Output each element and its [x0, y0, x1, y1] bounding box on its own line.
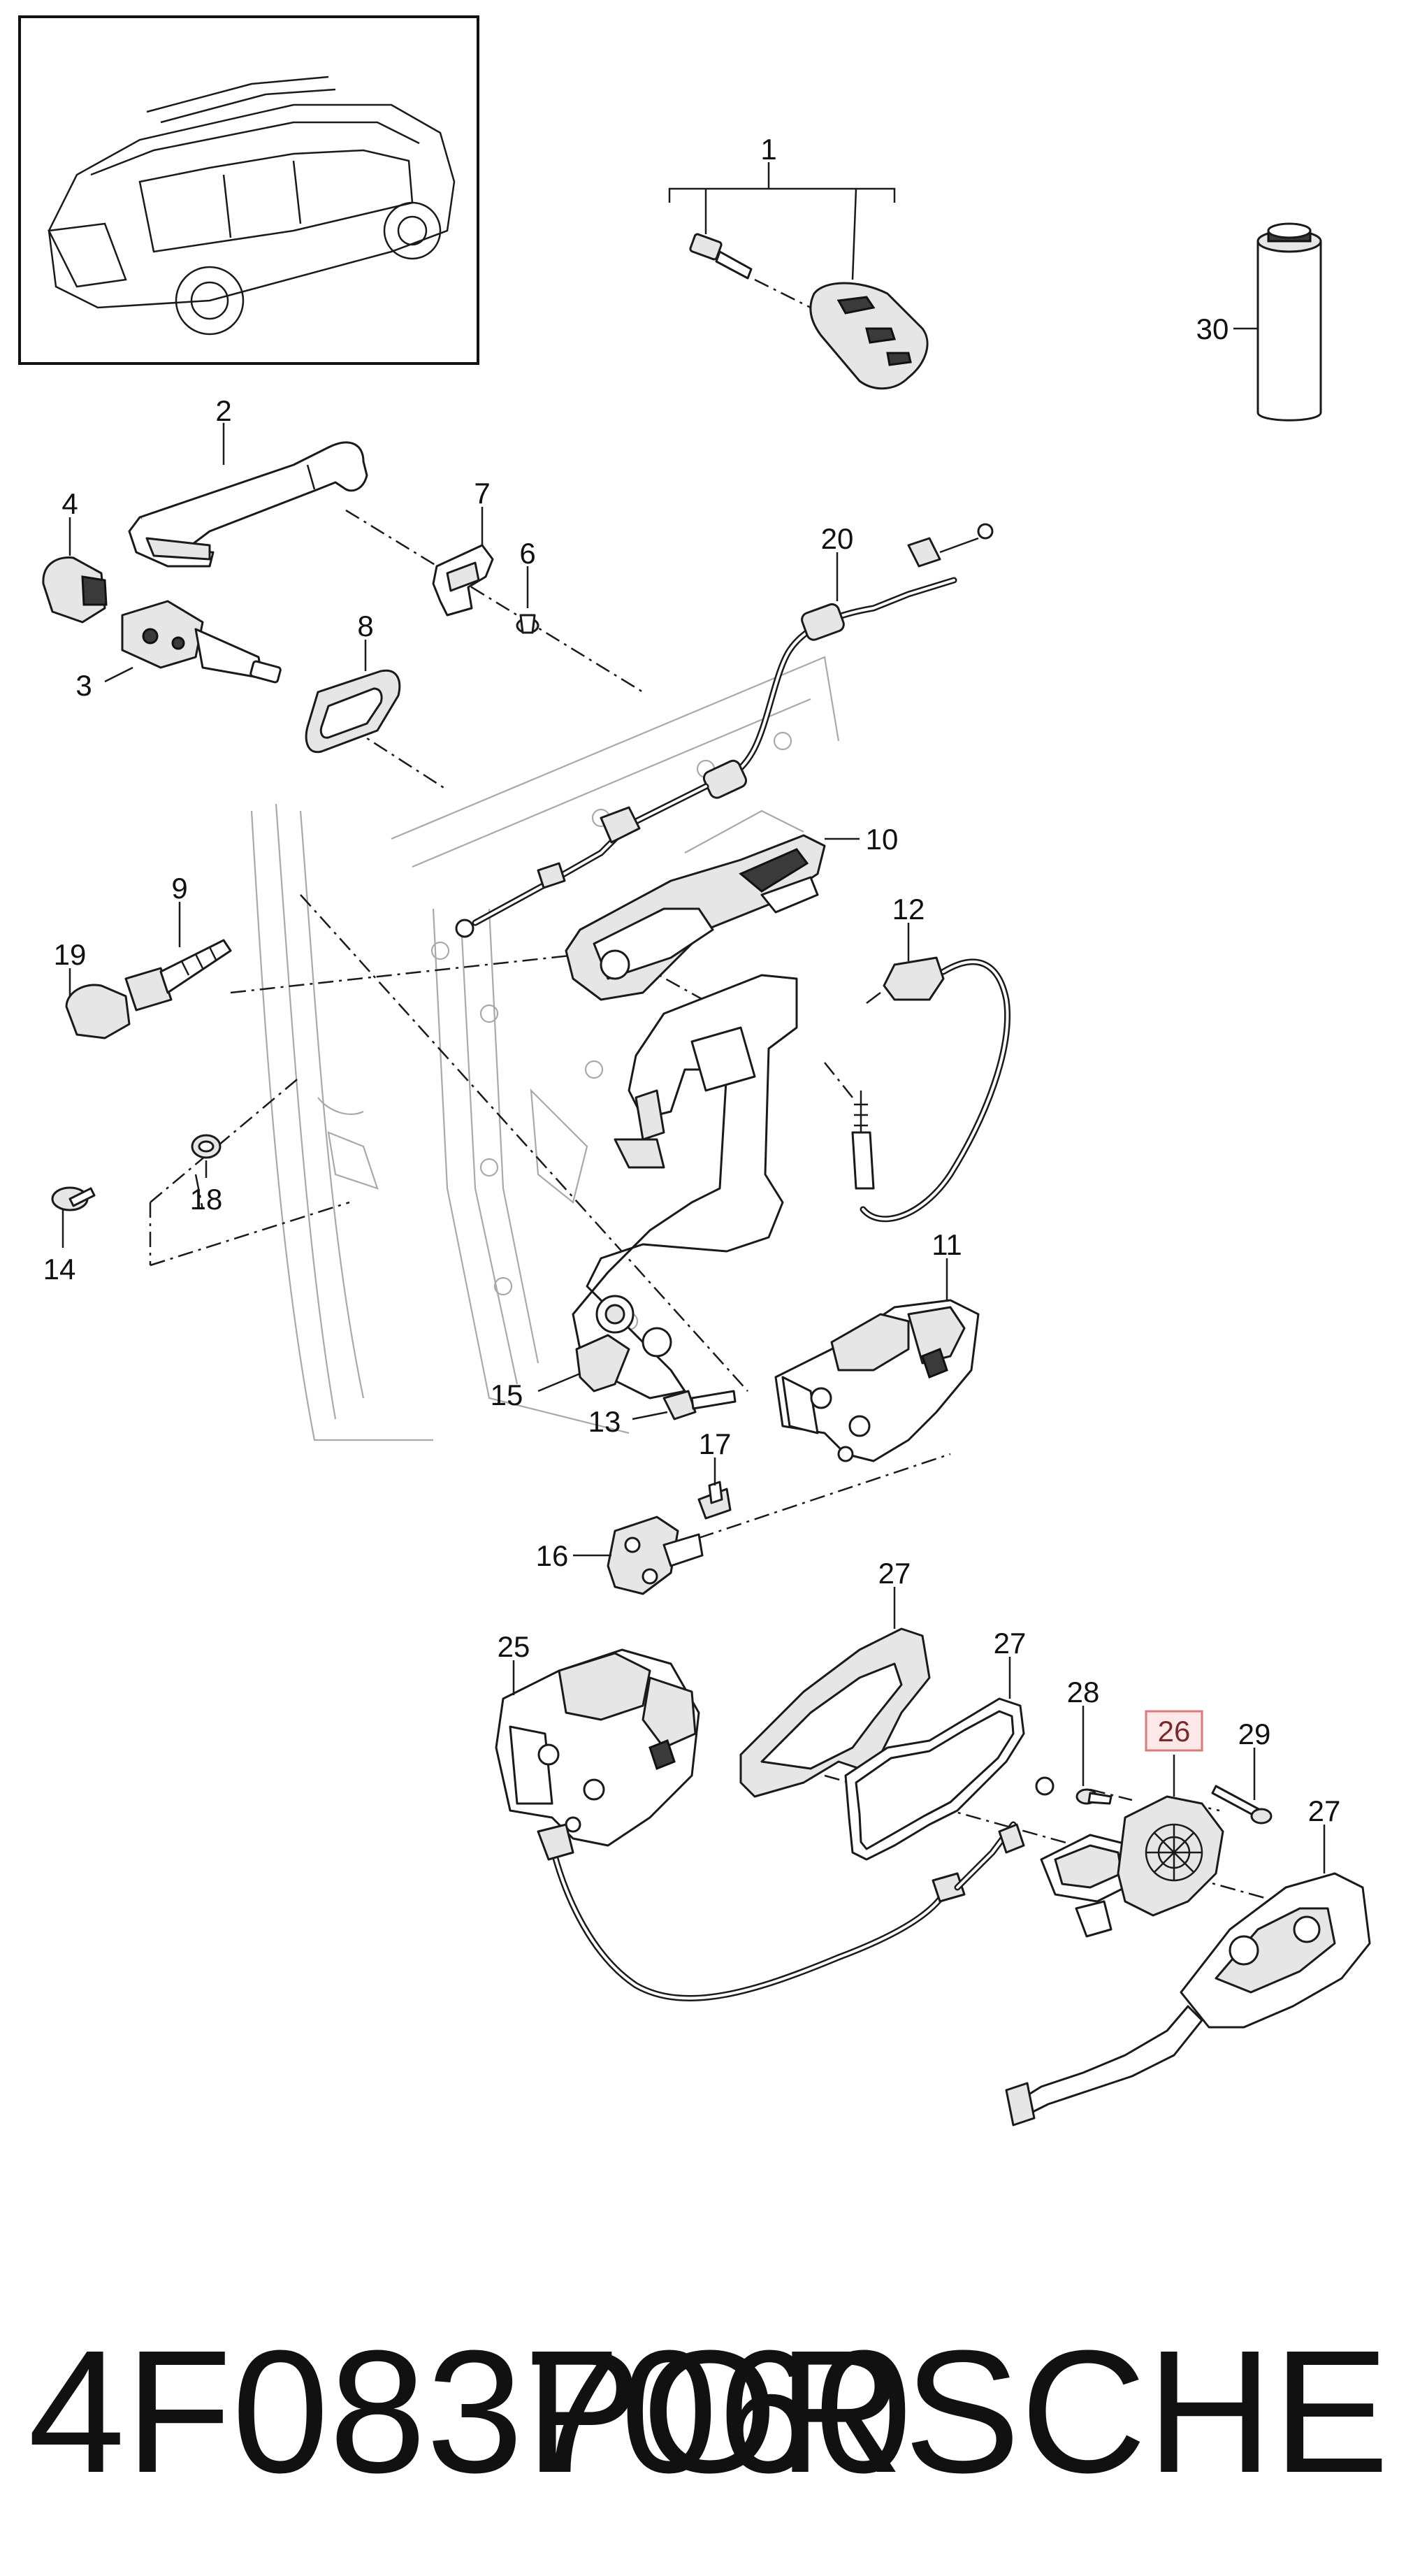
label-6: 6: [519, 537, 535, 570]
label-26-highlight-box: [1145, 1710, 1203, 1752]
label-27-top: 27: [878, 1557, 911, 1590]
label-18: 18: [190, 1183, 223, 1216]
label-10: 10: [866, 823, 899, 856]
part-19-cap: [65, 968, 131, 1039]
part-15-plate: [537, 1334, 630, 1393]
part-2-outside-handle: [128, 423, 368, 568]
label-20: 20: [821, 522, 854, 555]
label-28: 28: [1067, 1676, 1100, 1708]
label-7: 7: [474, 477, 490, 510]
part-7-bracket: [432, 507, 494, 617]
part-20-release-cable: [455, 523, 994, 938]
label-12: 12: [892, 893, 925, 926]
part-25-lock-assembly: [495, 1648, 1055, 2002]
label-25: 25: [498, 1630, 530, 1663]
part-26-actuator-motor: [1040, 1755, 1224, 1938]
label-27-housing: 27: [1308, 1794, 1341, 1827]
part-9-bolt: [124, 902, 232, 1012]
part-3-lock-cylinder: [104, 600, 282, 684]
label-13: 13: [588, 1405, 621, 1438]
label-3: 3: [75, 669, 92, 702]
label-1: 1: [760, 133, 776, 166]
label-8: 8: [357, 610, 373, 642]
label-15: 15: [491, 1379, 523, 1411]
part-27-seal-b: [844, 1657, 1025, 1861]
part-27-housing-c: [1005, 1825, 1371, 2127]
part-8-gasket: [305, 640, 401, 754]
label-9: 9: [171, 872, 187, 905]
part-12-bowden-cable: [851, 923, 1011, 1223]
inner-bracket: [572, 974, 798, 1399]
label-14: 14: [43, 1253, 76, 1286]
label-19: 19: [54, 938, 87, 971]
label-2: 2: [215, 394, 231, 427]
part-6-screw: [516, 566, 539, 634]
part-14-screw: [51, 1186, 96, 1248]
part-13-screw: [632, 1390, 737, 1420]
part-18-plug: [191, 1134, 222, 1178]
label-17: 17: [699, 1427, 732, 1460]
part-29-pin: [1211, 1748, 1273, 1825]
part-16-striker: [573, 1516, 704, 1595]
part-28-screw: [1075, 1706, 1113, 1805]
footer-caption: 4F0837060 PORSCHE: [0, 2307, 1413, 2517]
label-29: 29: [1238, 1718, 1271, 1750]
part-1-key-set: [668, 162, 929, 390]
label-27-seal: 27: [994, 1627, 1027, 1660]
part-30-lubricant-can: [1233, 222, 1322, 422]
label-4: 4: [61, 487, 78, 520]
label-11: 11: [932, 1228, 962, 1261]
part-4-cap: [42, 517, 108, 624]
callout-labels: 1 2 4 3 7 6 8 20 30 10 12 9 19 18 14 11 …: [43, 133, 1341, 1827]
label-26: 26: [1158, 1715, 1191, 1748]
vehicle-thumbnail: [18, 15, 479, 365]
part-11-door-lock: [774, 1258, 980, 1462]
part-27-cover-a: [739, 1587, 931, 1798]
door-outline: [250, 656, 840, 1441]
part-10-handle-carrier: [565, 834, 860, 1001]
label-30: 30: [1196, 312, 1229, 345]
part-number: 4F0837060: [28, 2314, 913, 2509]
part-17-screw: [697, 1458, 732, 1520]
construction-lines: [149, 509, 1328, 1917]
brand-name: PORSCHE: [525, 2314, 1389, 2509]
label-16: 16: [536, 1539, 569, 1572]
